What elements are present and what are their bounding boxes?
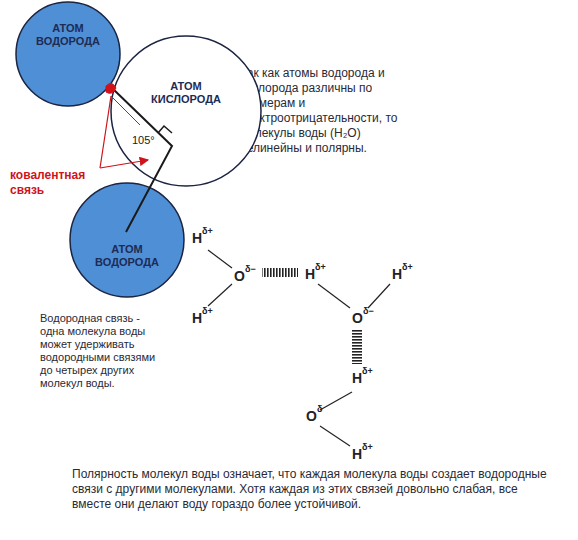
charge-mark: δ+ xyxy=(362,366,373,376)
atom-name: АТОМ ВОДОРОДА xyxy=(89,243,165,269)
atom-outline xyxy=(68,181,186,299)
angle-value: 105° xyxy=(132,134,155,146)
covalent-bond xyxy=(112,88,172,232)
bond-label: ковалентная связь xyxy=(10,168,102,198)
leader-line xyxy=(100,96,111,168)
atom-symbol: O xyxy=(234,268,245,284)
angle-mark xyxy=(158,126,172,133)
hydrogen-atom: АТОМ ВОДОРОДА xyxy=(14,0,122,108)
atom-name: АТОМ КИСЛОРОДА xyxy=(136,80,236,106)
note-text: Водородная связь - одна молекула воды мо… xyxy=(40,312,164,390)
atom-symbol: O xyxy=(352,310,363,326)
charge-mark: δ− xyxy=(363,306,374,316)
leader-line xyxy=(100,160,148,168)
hydrogen-bond xyxy=(262,268,298,277)
charge-mark: δ+ xyxy=(202,306,213,316)
atom-circle xyxy=(16,2,120,106)
atom-symbol: H xyxy=(192,230,202,246)
charge-mark: δ− xyxy=(245,264,256,274)
leader-line xyxy=(111,96,140,125)
bond-highlight xyxy=(106,83,116,93)
atom-symbol: H xyxy=(305,266,315,282)
charge-mark: δ+ xyxy=(362,442,373,452)
atom-symbol: H xyxy=(352,370,362,386)
charge-mark: δ+ xyxy=(202,226,213,236)
caption-text: Полярность молекул воды означает, что ка… xyxy=(72,467,550,512)
atom-symbol: H xyxy=(392,266,402,282)
atom-symbol: H xyxy=(192,310,202,326)
atom-circle xyxy=(111,36,261,186)
charge-mark: δ+ xyxy=(402,262,413,272)
charge-mark: δ+ xyxy=(315,262,326,272)
atom-symbol: O xyxy=(306,408,317,424)
atom-name: АТОМ ВОДОРОДА xyxy=(30,22,106,48)
charge-mark: δ xyxy=(317,404,322,414)
atom-outline xyxy=(14,0,122,108)
atom-circle xyxy=(70,183,184,297)
molecule-bonds xyxy=(208,250,390,446)
hydrogen-atom: АТОМ ВОДОРОДА xyxy=(68,181,186,299)
explanation-text: Так как атомы водорода и кислорода разли… xyxy=(240,66,418,156)
oxygen-atom: АТОМ КИСЛОРОДА xyxy=(109,34,263,188)
hydrogen-bond xyxy=(352,330,362,364)
atom-outline xyxy=(109,34,263,188)
atom-symbol: H xyxy=(352,446,362,462)
